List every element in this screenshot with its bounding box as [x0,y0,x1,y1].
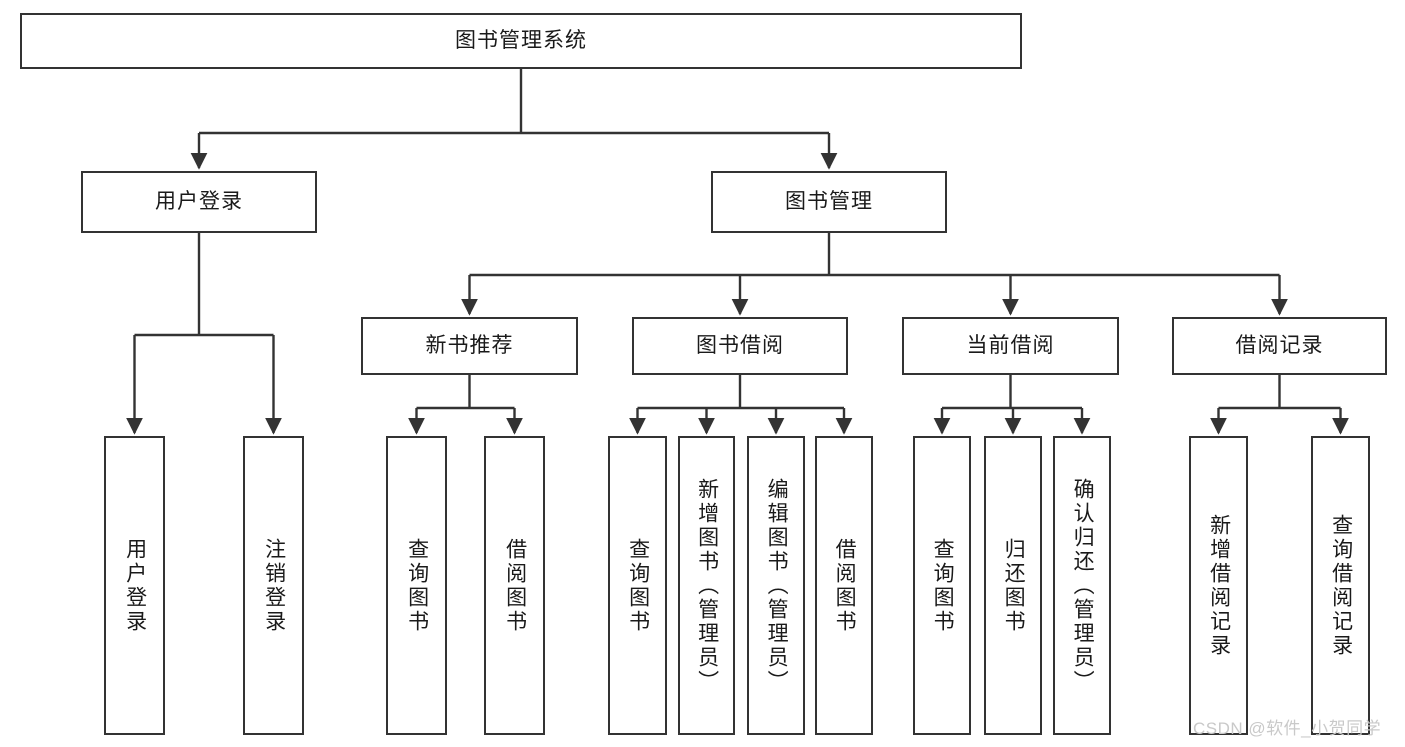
node-label: 编辑图书（管理员） [765,477,789,694]
node-l2_0: 用户登录 [81,171,317,233]
node-label: 用户登录 [155,190,243,214]
node-label: 查询图书 [626,537,650,634]
node-label: 新书推荐 [425,334,514,358]
node-label: 图书借阅 [696,334,784,358]
node-label: 查询借阅记录 [1329,513,1353,658]
node-label: 查询图书 [405,537,429,634]
node-label: 确认归还（管理员） [1071,477,1095,694]
node-label: 新增图书（管理员） [695,477,719,694]
node-label: 图书管理系统 [455,29,587,53]
node-label: 用户登录 [123,537,147,634]
node-leaf_12: 查询借阅记录 [1311,436,1370,735]
node-label: 当前借阅 [966,334,1055,358]
node-l3_2: 当前借阅 [902,317,1119,375]
node-leaf_9: 归还图书 [984,436,1042,735]
node-l3_0: 新书推荐 [361,317,578,375]
node-leaf_2: 查询图书 [386,436,447,735]
node-leaf_6: 编辑图书（管理员） [747,436,805,735]
node-label: 图书管理 [785,190,873,214]
node-label: 借阅图书 [503,537,527,634]
node-label: 归还图书 [1002,537,1026,634]
node-leaf_11: 新增借阅记录 [1189,436,1248,735]
node-leaf_7: 借阅图书 [815,436,873,735]
node-leaf_8: 查询图书 [913,436,971,735]
node-root: 图书管理系统 [20,13,1022,69]
node-label: 新增借阅记录 [1207,513,1231,658]
node-leaf_4: 查询图书 [608,436,667,735]
node-l3_1: 图书借阅 [632,317,848,375]
node-label: 借阅图书 [833,537,857,634]
node-leaf_0: 用户登录 [104,436,165,735]
node-l2_1: 图书管理 [711,171,947,233]
node-label: 查询图书 [931,537,955,634]
node-leaf_5: 新增图书（管理员） [678,436,735,735]
node-label: 借阅记录 [1235,334,1324,358]
csdn-watermark: CSDN @软件_小贺同学 [1193,719,1382,738]
node-leaf_1: 注销登录 [243,436,304,735]
tree-connectors [126,69,1349,435]
node-leaf_3: 借阅图书 [484,436,545,735]
node-l3_3: 借阅记录 [1172,317,1387,375]
node-label: 注销登录 [262,537,286,634]
node-leaf_10: 确认归还（管理员） [1053,436,1111,735]
